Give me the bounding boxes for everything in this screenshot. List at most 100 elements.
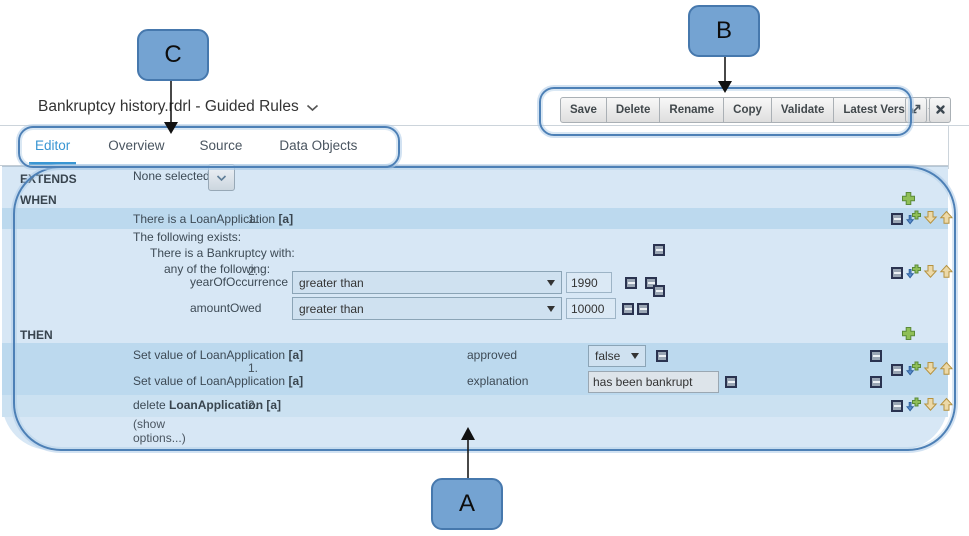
callout-b-arrow [718,57,732,93]
close-button[interactable] [929,97,951,123]
move-up-icon [939,397,954,415]
show-options-link[interactable]: (show options...) [133,417,186,445]
action-text: Set value of LoanApplication [a] [133,374,304,388]
move-down-icon [923,210,938,228]
move-down-icon [923,397,938,415]
extends-label: EXTENDS [20,172,77,186]
copy-button[interactable]: Copy [723,97,772,123]
validate-button[interactable]: Validate [770,97,835,123]
tab-overview[interactable]: Overview [108,138,165,153]
add-after-button[interactable] [905,361,922,379]
remove-button[interactable] [653,285,665,297]
then-label: THEN [20,327,53,342]
row-number: 2. [247,264,258,278]
row-number: 1. [247,212,258,226]
tab-editor[interactable]: Editor [29,129,77,165]
exists-line: The following exists: [133,230,242,244]
then-header: THEN [2,326,948,344]
expand-button[interactable] [905,97,927,123]
remove-button[interactable] [622,303,634,315]
move-up-button[interactable] [939,210,954,228]
add-after-button[interactable] [905,210,922,228]
fact-binding: LoanApplication [a] [169,398,282,412]
field-label: approved [467,348,518,362]
move-up-button[interactable] [939,397,954,415]
add-after-icon [905,264,922,282]
page-title-text: Bankruptcy history.rdrl - Guided Rules [38,97,299,115]
value-input[interactable] [566,272,612,293]
field-label: explanation [467,374,529,388]
remove-button[interactable] [891,363,903,376]
fact-binding: [a] [288,374,304,388]
field-label: yearOfOccurrence [190,275,289,289]
move-down-button[interactable] [923,264,938,282]
then-row-1 [2,343,948,395]
remove-button[interactable] [725,376,737,388]
row-number: 2. [247,398,258,412]
value-input[interactable] [588,371,719,393]
move-down-icon [923,264,938,282]
remove-button[interactable] [891,266,903,279]
dropdown-caret-icon [631,353,639,359]
action-text: Set value of LoanApplication [a] [133,348,304,362]
extends-dropdown-button[interactable] [208,164,235,191]
page-title: Bankruptcy history.rdrl - Guided Rules [38,96,319,117]
remove-button[interactable] [891,212,903,225]
move-down-button[interactable] [923,210,938,228]
delete-button[interactable]: Delete [605,97,661,123]
row-actions [891,361,954,379]
remove-button[interactable] [653,244,665,256]
latest-version-label: Latest Version [843,104,922,116]
callout-c: C [137,29,209,81]
field-label: amountOwed [190,301,262,315]
rule-editor-panel: EXTENDS None selected WHEN 1. There is a… [2,164,954,450]
tab-data-objects[interactable]: Data Objects [279,138,358,153]
row-actions [891,210,954,228]
delete-action-text: delete LoanApplication [a] [133,398,282,412]
when-label: WHEN [20,192,57,207]
operator-select[interactable]: greater than [292,297,562,320]
remove-button[interactable] [656,350,668,362]
panel-right-divider [948,125,949,169]
remove-button[interactable] [637,303,649,315]
remove-button[interactable] [891,399,903,412]
move-up-icon [939,264,954,282]
value-input[interactable] [566,298,616,319]
remove-button[interactable] [870,376,882,388]
tab-source[interactable]: Source [199,138,243,153]
operator-select[interactable]: greater than [292,271,562,294]
move-down-button[interactable] [923,361,938,379]
plus-icon [901,191,916,209]
latest-version-button[interactable]: Latest Version [833,97,947,123]
move-up-button[interactable] [939,264,954,282]
rename-button[interactable]: Rename [659,97,725,123]
move-up-button[interactable] [939,361,954,379]
add-after-button[interactable] [905,264,922,282]
plus-icon [901,326,916,344]
move-up-icon [939,361,954,379]
chevron-down-icon[interactable] [306,99,319,117]
move-down-button[interactable] [923,397,938,415]
add-after-icon [905,210,922,228]
remove-button[interactable] [625,277,637,289]
callout-c-arrow [164,80,178,134]
when-row-1 [2,208,948,229]
row-actions [891,397,954,415]
chevron-down-icon [216,171,227,185]
save-button[interactable]: Save [560,97,607,123]
fact-binding: [a] [288,348,304,362]
add-after-button[interactable] [905,397,922,415]
callout-b: B [688,5,760,57]
any-of-line: any of the following: [164,262,271,276]
move-up-icon [939,210,954,228]
remove-button[interactable] [870,350,882,362]
move-down-icon [923,361,938,379]
dropdown-caret-icon [547,279,555,286]
add-action-button[interactable] [901,326,916,344]
close-icon [935,103,946,118]
then-row-2 [2,395,948,417]
fact-binding: [a] [278,212,294,226]
row-actions [891,264,954,282]
add-condition-button[interactable] [901,191,916,209]
value-select[interactable]: false [588,345,646,367]
